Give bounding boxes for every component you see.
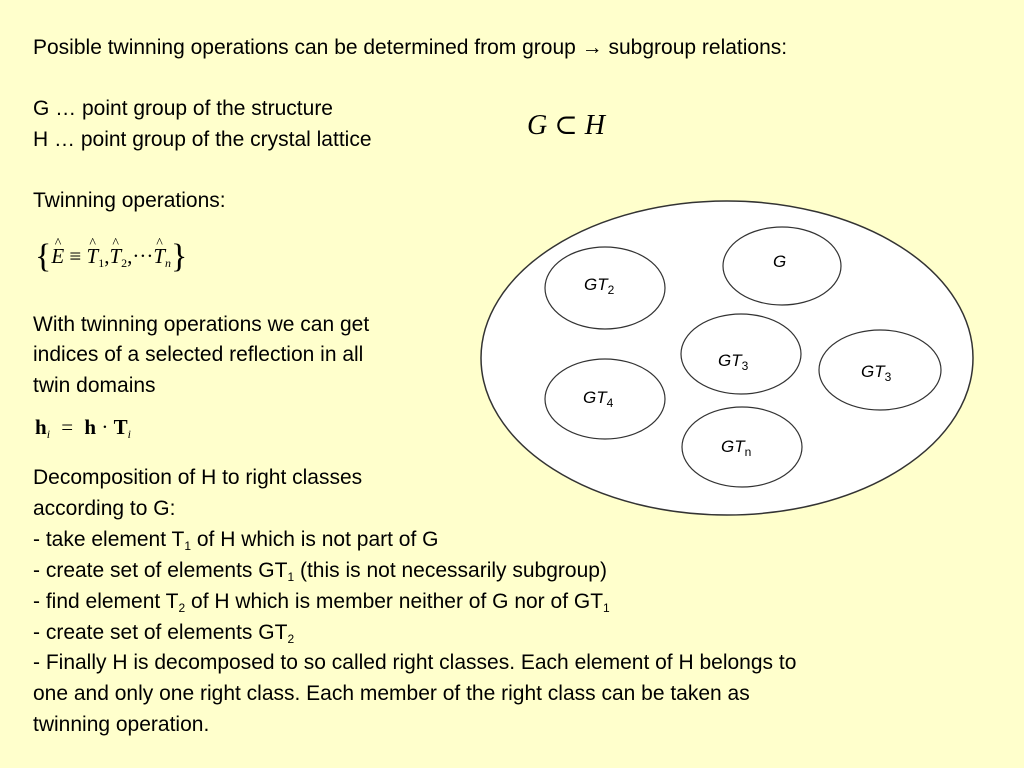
definition-g: G … point group of the structure [33,97,333,120]
dot-operator: · [101,415,109,439]
comma-2: , [127,244,133,268]
comma-1: , [104,244,110,268]
gtn-base: GT [721,437,745,456]
gt2-class-circle [544,246,666,330]
e-hat: E [51,244,64,269]
step-1-pre: - take element T [33,528,185,551]
index-equation: hi = h · Ti [35,415,131,442]
step-4-pre: - create set of elements GT [33,621,288,644]
open-brace: { [35,238,52,275]
step-2: - create set of elements GT1 (this is no… [33,556,607,592]
gt3a-base: GT [718,351,742,370]
gt3b-base: GT [861,362,885,381]
gtn-sub: n [744,445,752,459]
h-vector: h [84,415,97,439]
step-4-sub: 2 [287,632,295,646]
gt2-class-label: GT2 [584,275,614,297]
step-3-sub: 2 [178,601,186,615]
gtn-class-circle [681,406,803,488]
step-3: - find element T2 of H which is member n… [33,587,610,623]
step-2-pre: - create set of elements GT [33,559,288,582]
gt4-base: GT [583,388,607,407]
relation-g: G [527,110,548,141]
gt3b-sub: 3 [884,370,892,384]
indices-line-2: indices of a selected reflection in all [33,343,364,366]
definition-h: H … point group of the crystal lattice [33,128,372,151]
gt3a-sub: 3 [741,359,749,373]
step-1-post: of H which is not part of G [191,528,439,551]
gt2-sub: 2 [607,283,615,297]
t1-hat: T [87,244,99,269]
subgroup-relation: G ⊂ H [527,108,605,142]
step-3-pre: - find element T [33,590,179,613]
relation-h: H [584,110,605,141]
gt3-class-label-right: GT3 [861,362,891,384]
equiv-symbol: ≡ [69,244,82,268]
indices-line-3: twin domains [33,374,156,397]
intro-text: Posible twinning operations can be deter… [33,36,788,59]
gt3-class-label-center: GT3 [718,351,748,373]
g-class-circle [722,226,842,306]
step-2-post: (this is not necessarily subgroup) [294,559,607,582]
final-line-2: one and only one right class. Each membe… [33,682,750,705]
decomposition-line-2: according to G: [33,497,176,520]
step-3-mid: of H which is member neither of G nor of… [185,590,604,613]
gt4-sub: 4 [606,396,614,410]
final-line-1: - Finally H is decomposed to so called r… [33,651,797,674]
step-4: - create set of elements GT2 [33,618,294,654]
t1-index: 1 [98,256,105,270]
h-i: h [35,415,47,439]
h-i-index: i [46,427,51,441]
t-i-index: i [127,427,131,441]
step-3-sub-2: 1 [603,601,610,615]
tn-hat: T [153,244,165,269]
close-brace: } [171,238,188,275]
twinning-heading: Twinning operations: [33,189,226,212]
gt3-class-circle-center [680,313,802,395]
gt4-class-label: GT4 [583,388,613,410]
g-class-label: G [773,252,787,271]
subset-symbol: ⊂ [554,110,578,141]
twin-operation-set: {E ≡ T1,T2,···Tn} [35,238,187,276]
t-matrix: T [113,415,128,439]
tn-index: n [165,256,172,270]
ellipsis: ··· [132,244,154,268]
step-1: - take element T1 of H which is not part… [33,525,438,561]
indices-line-1: With twinning operations we can get [33,313,370,336]
final-line-3: twinning operation. [33,713,210,736]
t2-index: 2 [121,256,128,270]
t2-hat: T [109,244,121,269]
equals-sign: = [61,415,74,439]
step-1-sub: 1 [184,539,192,553]
gt4-class-circle [544,358,666,440]
gt2-base: GT [584,275,608,294]
gt3-class-circle-right [818,329,942,411]
step-2-sub: 1 [287,570,295,584]
decomposition-line-1: Decomposition of H to right classes [33,466,363,489]
gtn-class-label: GTn [721,437,751,459]
